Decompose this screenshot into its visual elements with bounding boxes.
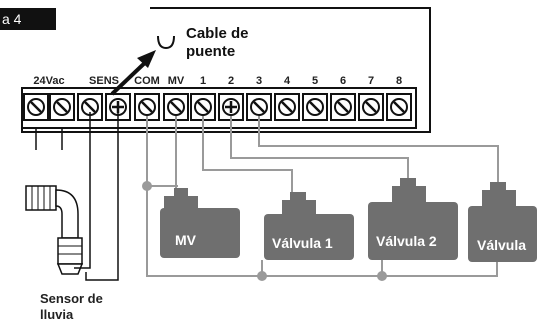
terminal-label: MV (168, 75, 185, 87)
valve-2: Válvula 2 (368, 178, 458, 260)
terminal-screw (49, 93, 75, 121)
terminal-screw (386, 93, 412, 121)
terminal-label: SENS (89, 75, 119, 87)
figure-number-tab: a 4 (0, 8, 56, 30)
terminal-screw (23, 93, 49, 121)
terminal-screw (330, 93, 356, 121)
zone1-wire (202, 116, 293, 200)
terminal-screw (274, 93, 300, 121)
jumper-arrow-head (137, 50, 156, 68)
terminal-screw (246, 93, 272, 121)
terminal-label: COM (134, 75, 160, 87)
terminal-label: 24Vac (33, 75, 64, 87)
valve-1: Válvula 1 (264, 192, 354, 260)
jumper-label-line2: puente (186, 43, 235, 60)
jumper-cable-icon (157, 35, 175, 50)
terminal-label: 6 (340, 75, 346, 87)
terminal-screws (23, 93, 412, 121)
valve-3: Válvula (468, 182, 537, 262)
valve-mv: MV (160, 188, 240, 258)
terminal-screw (190, 93, 216, 121)
terminal-label: 3 (256, 75, 262, 87)
terminal-labels: 24Vac SENS COM MV 1 2 3 4 5 6 7 8 (33, 75, 402, 87)
terminal-label: 2 (228, 75, 234, 87)
com-wire (146, 116, 498, 277)
terminal-label: 8 (396, 75, 402, 87)
zone3-wire (258, 116, 499, 190)
terminal-label: 7 (368, 75, 374, 87)
wires (146, 116, 499, 277)
jumper-label-line1: Cable de (186, 25, 249, 42)
sensor-wires (74, 112, 119, 281)
terminal-screw (134, 93, 160, 121)
sensor-label-line1: Sensor de (40, 291, 103, 306)
terminal-label: 1 (200, 75, 206, 87)
rain-sensor-icon (25, 185, 84, 275)
terminal-label: 4 (284, 75, 291, 87)
valve-label-3: Válvula (477, 237, 526, 253)
terminal-screw (218, 93, 244, 121)
terminal-label: 5 (312, 75, 318, 87)
24vac-stubs (35, 128, 63, 150)
valve-label-mv: MV (175, 232, 197, 248)
terminal-screw (358, 93, 384, 121)
zone2-wire (230, 116, 409, 186)
valve-label-1: Válvula 1 (272, 235, 333, 251)
terminal-screw (302, 93, 328, 121)
wire-junctions (142, 181, 387, 281)
sensor-label-line2: lluvia (40, 307, 74, 322)
valve-label-2: Válvula 2 (376, 233, 437, 249)
